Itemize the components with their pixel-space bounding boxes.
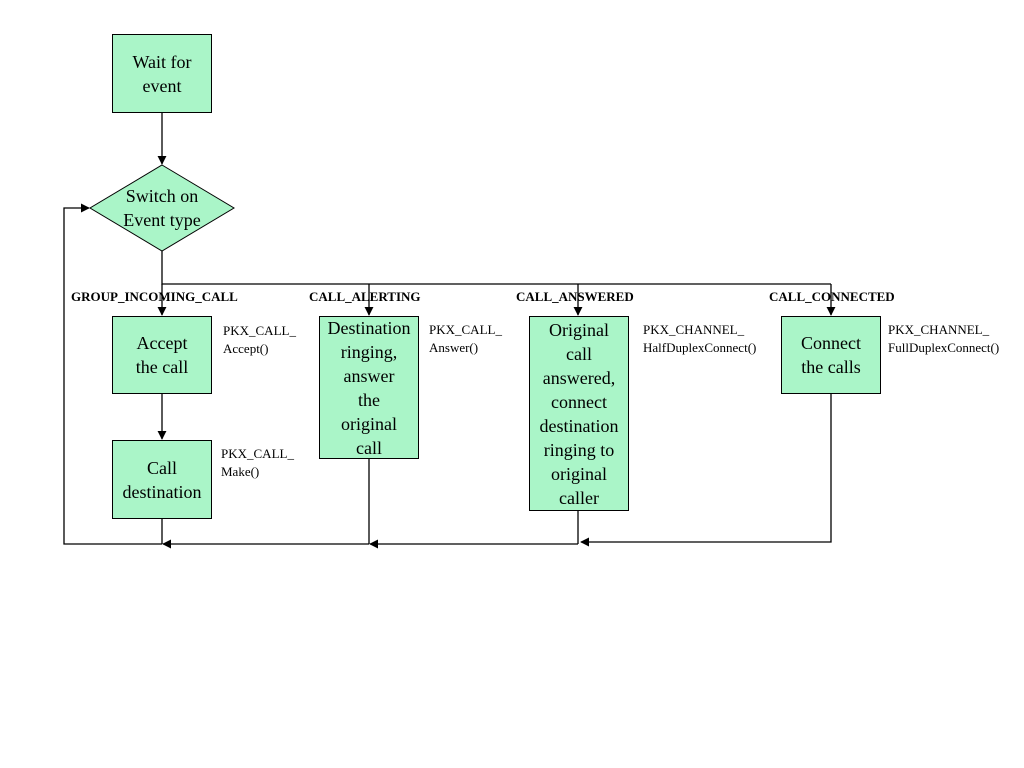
- switch-to-bus-line: [161, 251, 831, 285]
- call-connected-label: CALL_CONNECTED: [769, 289, 895, 304]
- pkx-call-make-label: PKX_CALL_ Make(): [221, 446, 294, 479]
- call-answered-label: CALL_ANSWERED: [516, 289, 634, 304]
- original-call-answered-box: Original call answered, connect destinat…: [529, 316, 629, 511]
- return-from-connect-calls: [580, 394, 832, 547]
- connect-the-calls-box: Connect the calls: [781, 316, 881, 394]
- pkx-channel-full-duplex-label: PKX_CHANNEL_ FullDuplexConnect(): [888, 322, 1000, 355]
- wait-for-event-box: Wait for event: [112, 34, 212, 113]
- accept-the-call-box: Accept the call: [112, 316, 212, 394]
- group-incoming-call-label: GROUP_INCOMING_CALL: [71, 289, 238, 304]
- loop-back-line: [63, 203, 162, 545]
- call-alerting-label: CALL_ALERTING: [309, 289, 421, 304]
- call-destination-box: Call destination: [112, 440, 212, 519]
- pkx-call-accept-label: PKX_CALL_ Accept(): [223, 323, 296, 356]
- pkx-call-answer-label: PKX_CALL_ Answer(): [429, 322, 502, 355]
- pkx-channel-half-duplex-label: PKX_CHANNEL_ HalfDuplexConnect(): [643, 322, 757, 355]
- destination-ringing-box: Destination ringing, answer the original…: [319, 316, 419, 459]
- switch-on-event-type-label: Switch on Event type: [123, 186, 201, 230]
